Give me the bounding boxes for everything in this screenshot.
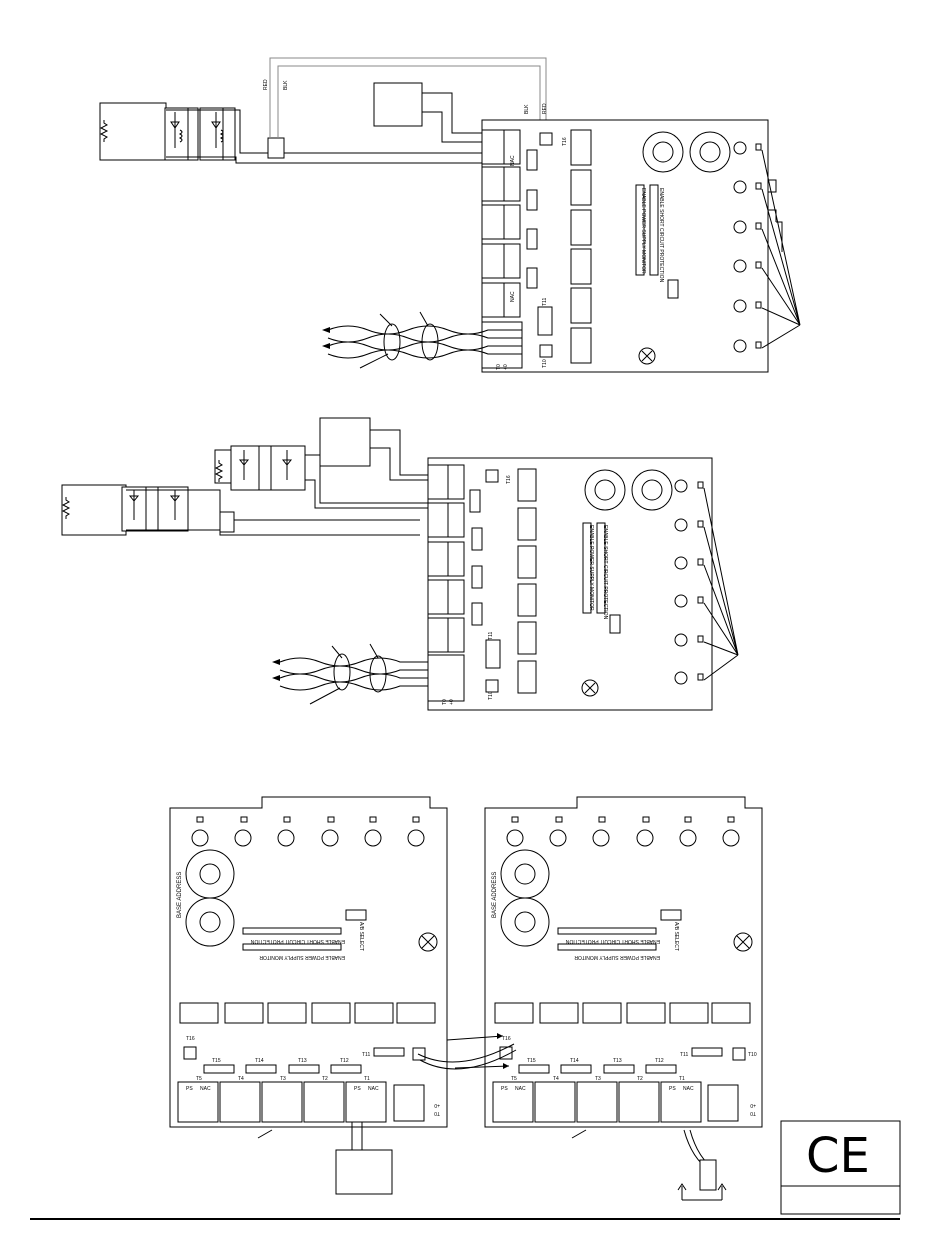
terminal-row-right: [492, 1081, 739, 1123]
svg-text:PS: PS: [501, 1086, 508, 1092]
terminal-blocks-1: [481, 129, 523, 369]
svg-text:BASE ADDRESS: BASE ADDRESS: [177, 872, 183, 918]
connector-icon: [677, 1129, 727, 1201]
svg-text:ENABLE SHORT CIRCUIT PROTECTIO: ENABLE SHORT CIRCUIT PROTECTION: [250, 938, 345, 944]
svg-text:T12: T12: [655, 1058, 664, 1064]
svg-text:T16: T16: [562, 137, 568, 146]
svg-text:A/B SELECT: A/B SELECT: [673, 922, 679, 951]
ce-mark: CE: [806, 1128, 870, 1184]
rotary-switch-icon: [185, 849, 235, 947]
svg-text:PS: PS: [354, 1086, 361, 1092]
svg-text:A/B SELECT: A/B SELECT: [358, 922, 364, 951]
resistor-icon: [214, 460, 224, 482]
svg-text:T11: T11: [542, 298, 548, 306]
svg-text:T0: T0: [442, 699, 448, 705]
svg-text:T16: T16: [502, 1036, 511, 1042]
led-icon: [506, 816, 740, 847]
svg-text:ENABLE POWER SUPPLY MONITOR: ENABLE POWER SUPPLY MONITOR: [640, 188, 646, 274]
terminal-row-left: [177, 1081, 425, 1123]
svg-text:RED: RED: [542, 103, 548, 114]
svg-text:T11: T11: [680, 1052, 688, 1058]
svg-text:T0: T0: [434, 1110, 440, 1116]
svg-text:PS: PS: [186, 1086, 193, 1092]
svg-text:T16: T16: [506, 475, 512, 484]
svg-text:T5: T5: [196, 1076, 202, 1082]
svg-text:+0: +0: [449, 699, 455, 705]
svg-text:T11: T11: [488, 632, 494, 640]
svg-text:BLK: BLK: [524, 104, 530, 114]
svg-text:T13: T13: [298, 1058, 307, 1064]
led-icon: [674, 479, 704, 685]
svg-text:T2: T2: [637, 1076, 643, 1082]
svg-text:RED: RED: [263, 79, 269, 90]
svg-text:T1: T1: [364, 1076, 370, 1082]
diagram-1: RED BLK BLK RED: [99, 57, 801, 373]
rotary-switch-icon: [642, 131, 731, 173]
svg-text:T14: T14: [570, 1058, 579, 1064]
svg-text:T10: T10: [488, 691, 494, 700]
svg-text:T15: T15: [212, 1058, 221, 1064]
diagram-3: BASE ADDRESS ENABLE SHORT CIRCUIT PROTEC…: [169, 796, 901, 1215]
svg-text:T3: T3: [595, 1076, 601, 1082]
svg-text:T10: T10: [542, 359, 548, 368]
svg-text:ENABLE SHORT CIRCUIT PROTECTIO: ENABLE SHORT CIRCUIT PROTECTION: [602, 525, 608, 620]
svg-text:BLK: BLK: [283, 80, 289, 90]
svg-text:T5: T5: [511, 1076, 517, 1082]
led-icon: [191, 816, 425, 847]
svg-text:T4: T4: [553, 1076, 559, 1082]
svg-text:T10: T10: [748, 1052, 757, 1058]
svg-text:NAC: NAC: [510, 155, 516, 166]
svg-text:BASE ADDRESS: BASE ADDRESS: [492, 872, 498, 918]
resistor-icon: [99, 120, 109, 142]
rotary-switch-icon: [500, 849, 550, 947]
svg-text:NAC: NAC: [515, 1086, 526, 1092]
svg-text:T3: T3: [280, 1076, 286, 1082]
resistor-icon: [61, 497, 71, 519]
svg-text:NAC: NAC: [368, 1086, 379, 1092]
svg-text:T0: T0: [496, 364, 502, 370]
svg-text:ENABLE SHORT CIRCUIT PROTECTIO: ENABLE SHORT CIRCUIT PROTECTION: [565, 938, 660, 944]
svg-text:T16: T16: [186, 1036, 195, 1042]
led-icon: [733, 141, 762, 353]
svg-text:ENABLE POWER SUPPLY MONITOR: ENABLE POWER SUPPLY MONITOR: [259, 954, 345, 960]
svg-text:ENABLE POWER SUPPLY MONITOR: ENABLE POWER SUPPLY MONITOR: [574, 954, 660, 960]
svg-text:T0: T0: [750, 1110, 756, 1116]
rotary-switch-icon: [584, 469, 673, 511]
connector-icon: [267, 137, 285, 159]
svg-text:NAC: NAC: [683, 1086, 694, 1092]
svg-text:ENABLE SHORT CIRCUIT PROTECTIO: ENABLE SHORT CIRCUIT PROTECTION: [658, 188, 664, 283]
svg-text:NAC: NAC: [510, 291, 516, 302]
svg-text:+0: +0: [750, 1102, 756, 1108]
svg-text:T13: T13: [613, 1058, 622, 1064]
svg-text:PS: PS: [669, 1086, 676, 1092]
svg-text:T4: T4: [238, 1076, 244, 1082]
connector-icon: [219, 511, 235, 533]
svg-text:T11: T11: [362, 1052, 370, 1058]
svg-text:+0: +0: [434, 1102, 440, 1108]
svg-text:T12: T12: [340, 1058, 349, 1064]
svg-text:T2: T2: [322, 1076, 328, 1082]
svg-text:NAC: NAC: [200, 1086, 211, 1092]
svg-text:T1: T1: [679, 1076, 685, 1082]
svg-text:T15: T15: [527, 1058, 536, 1064]
diagram-2: T0 +0 T16 T11 T10 ENABLE SHORT CIRCUIT P…: [61, 417, 739, 711]
relay-icon: [170, 112, 224, 148]
svg-text:T14: T14: [255, 1058, 264, 1064]
svg-text:+0: +0: [503, 364, 509, 370]
svg-text:ENABLE POWER SUPPLY MONITOR: ENABLE POWER SUPPLY MONITOR: [588, 525, 594, 611]
